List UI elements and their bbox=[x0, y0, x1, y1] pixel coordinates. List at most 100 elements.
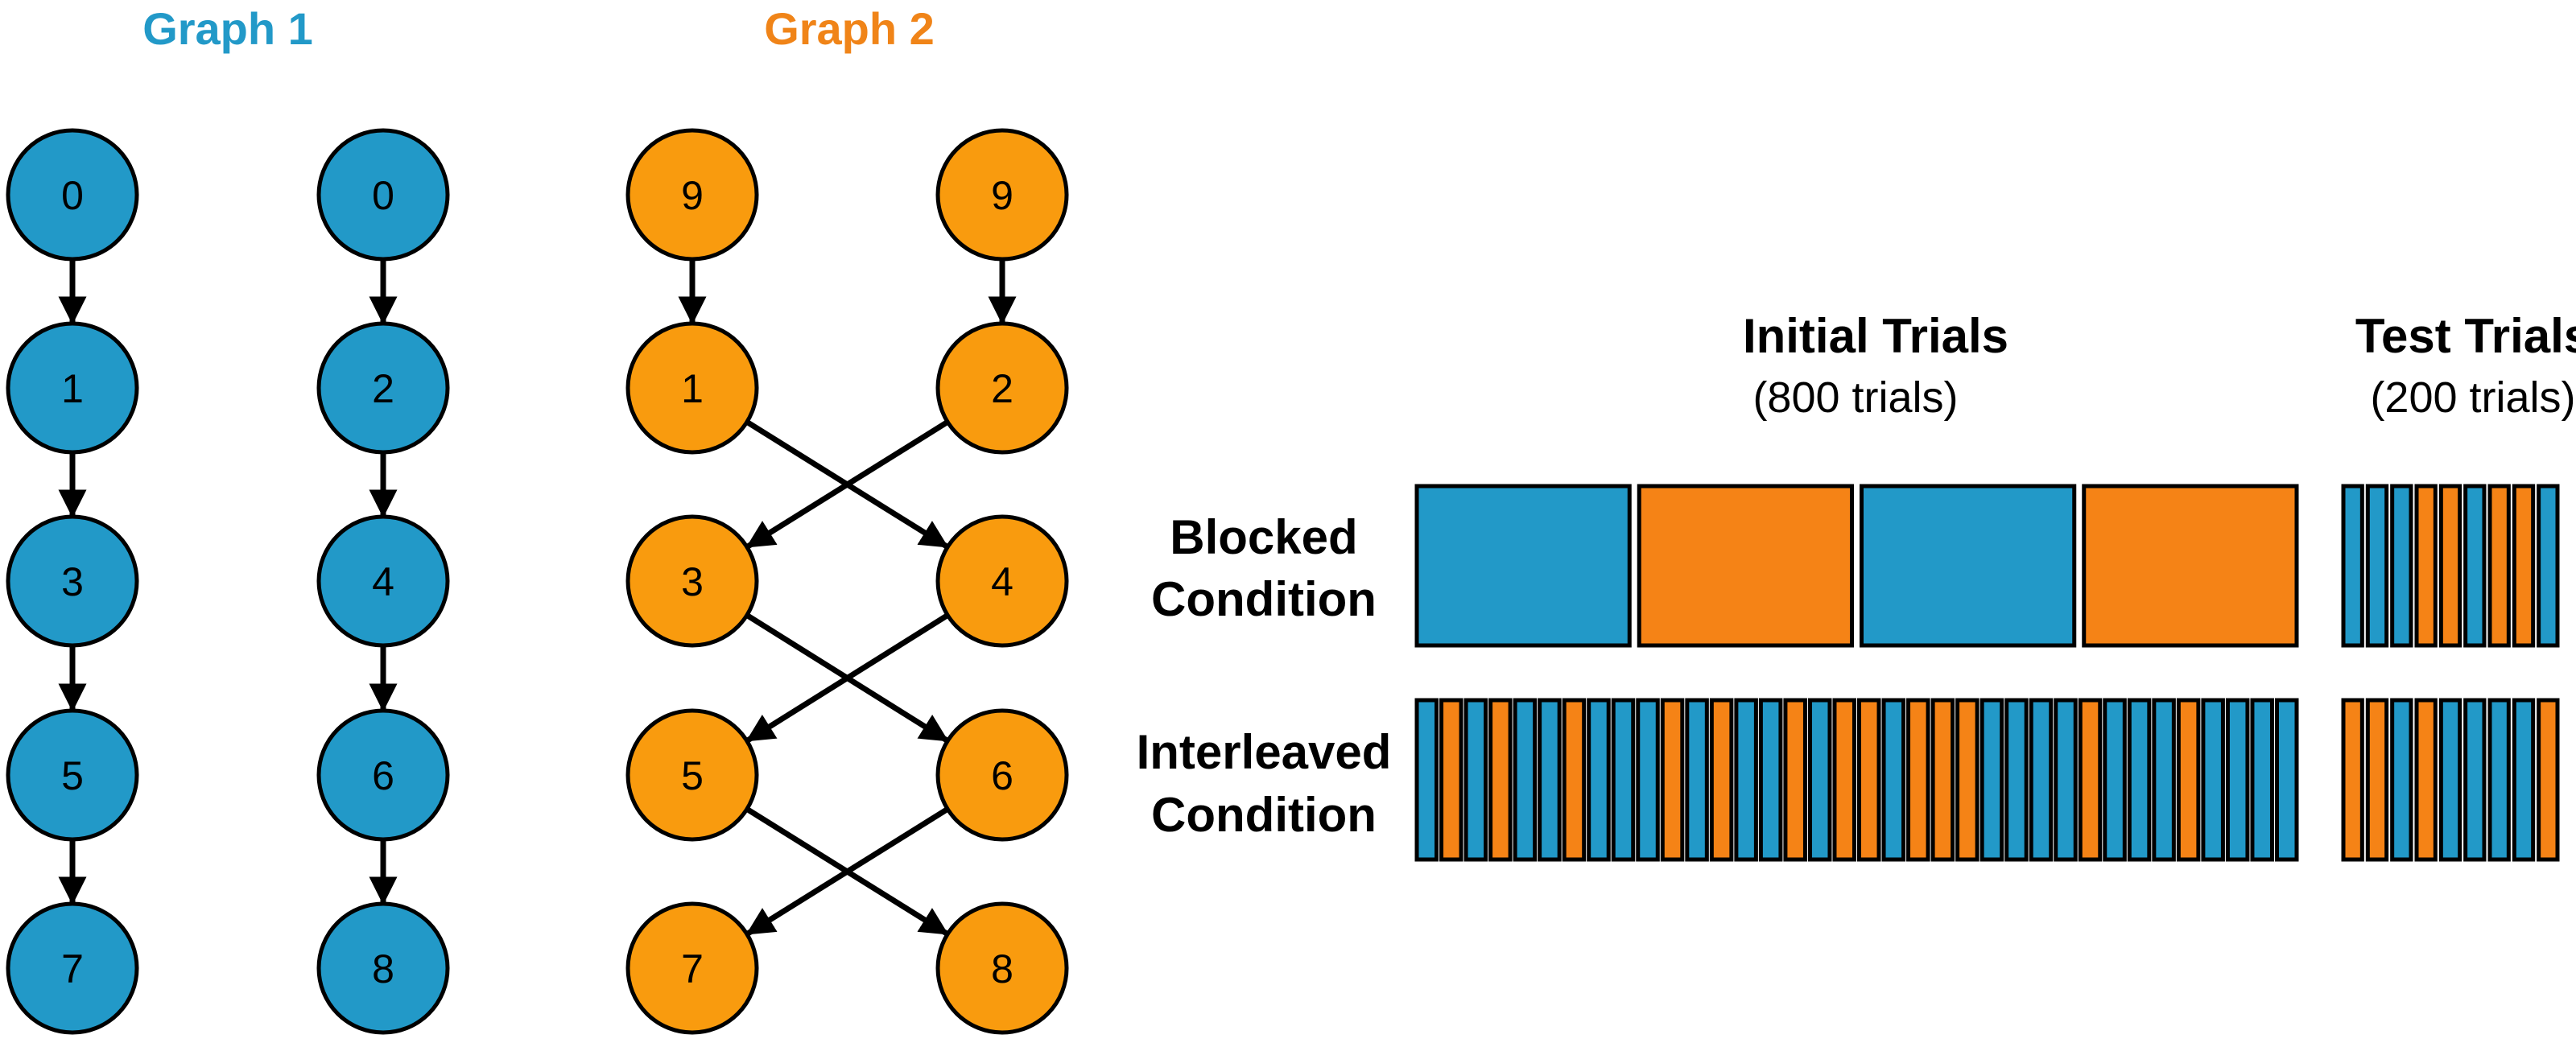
graph1-node: 7 bbox=[6, 901, 139, 1035]
graph1-node: 8 bbox=[316, 901, 450, 1035]
interleaved-initial-trial bbox=[1488, 698, 1513, 862]
blocked-test-trial bbox=[2438, 484, 2462, 648]
interleaved-initial-trial bbox=[1734, 698, 1758, 862]
interleaved-initial-trial bbox=[1463, 698, 1488, 862]
blocked-initial-block bbox=[2082, 484, 2299, 648]
graph1-title: Graph 1 bbox=[142, 3, 313, 54]
interleaved-initial-trial bbox=[2250, 698, 2274, 862]
interleaved-initial-trial bbox=[1538, 698, 1562, 862]
interleaved-initial-trial bbox=[1881, 698, 1906, 862]
graph1-node-label: 8 bbox=[372, 946, 394, 991]
graph2-edge bbox=[745, 612, 950, 743]
interleaved-initial-trial bbox=[1955, 698, 1979, 862]
interleaved-initial-trial bbox=[2225, 698, 2250, 862]
graph2-title: Graph 2 bbox=[764, 3, 935, 54]
graph2-node: 8 bbox=[935, 901, 1069, 1035]
interleaved-test-trial bbox=[2487, 698, 2511, 862]
test-trials-subtitle: (200 trials) bbox=[2370, 373, 2575, 422]
interleaved-initial-trial bbox=[1783, 698, 1807, 862]
interleaved-initial-trial bbox=[1636, 698, 1660, 862]
graph2-node-label: 6 bbox=[991, 753, 1013, 798]
interleaved-initial-trial bbox=[1513, 698, 1538, 862]
interleaved-initial-trial bbox=[2201, 698, 2225, 862]
graph1-node-label: 4 bbox=[372, 559, 394, 604]
graph2-node-label: 4 bbox=[991, 559, 1013, 604]
interleaved-initial-trial bbox=[1807, 698, 1832, 862]
graph2-node: 9 bbox=[625, 128, 759, 262]
interleaved-initial-trial bbox=[1930, 698, 1955, 862]
interleaved-initial-trial bbox=[2078, 698, 2103, 862]
interleaved-initial-trial bbox=[2152, 698, 2176, 862]
blocked-test-trial bbox=[2414, 484, 2438, 648]
test-trials-title: Test Trials bbox=[2355, 309, 2576, 363]
interleaved-initial-trial bbox=[1979, 698, 2004, 862]
graph2-node-label: 2 bbox=[991, 366, 1013, 411]
graph2-node: 2 bbox=[935, 321, 1069, 455]
graph1-node: 2 bbox=[316, 321, 450, 455]
blocked-test-trial bbox=[2537, 484, 2560, 648]
interleaved-initial-trial bbox=[2029, 698, 2054, 862]
graph2-node-label: 7 bbox=[681, 946, 704, 991]
blocked-initial-block bbox=[1860, 484, 2077, 648]
interleaved-label-line1: Interleaved bbox=[1137, 725, 1392, 779]
interleaved-initial-trial bbox=[2103, 698, 2127, 862]
graph1-node: 3 bbox=[6, 514, 139, 648]
interleaved-test-trial bbox=[2537, 698, 2560, 862]
interleaved-initial-trial bbox=[2054, 698, 2078, 862]
blocked-initial-block bbox=[1414, 484, 1632, 648]
schedule-bars bbox=[1414, 484, 2560, 862]
interleaved-test-trial bbox=[2463, 698, 2487, 862]
blocked-test-trial bbox=[2487, 484, 2511, 648]
graphs-layer: 0 1 3 5 7 0 2 4 6 8 9 1 3 5 7 9 2 4 6 8 bbox=[6, 128, 1069, 1035]
interleaved-initial-trial bbox=[1439, 698, 1463, 862]
blocked-test-trial bbox=[2463, 484, 2487, 648]
graph1-node-label: 5 bbox=[61, 753, 84, 798]
graph2-edge bbox=[745, 419, 949, 549]
interleaved-initial-trial bbox=[2127, 698, 2152, 862]
blocked-test-trial bbox=[2341, 484, 2364, 648]
graph2-node: 5 bbox=[625, 708, 759, 842]
initial-trials-title: Initial Trials bbox=[1743, 309, 2008, 363]
blocked-test-trial bbox=[2390, 484, 2413, 648]
interleaved-test-trial bbox=[2414, 698, 2438, 862]
blocked-initial-block bbox=[1637, 484, 1854, 648]
blocked-label-line1: Blocked bbox=[1170, 510, 1357, 564]
interleaved-test-trial bbox=[2390, 698, 2413, 862]
interleaved-initial-trial bbox=[1832, 698, 1856, 862]
graph2-node: 4 bbox=[935, 514, 1069, 648]
graph2-node-label: 9 bbox=[991, 173, 1013, 218]
graph2-node: 1 bbox=[625, 321, 759, 455]
blocked-label-line2: Condition bbox=[1151, 572, 1377, 626]
graph2-node-label: 1 bbox=[681, 366, 704, 411]
interleaved-initial-trial bbox=[1414, 698, 1439, 862]
graph2-node: 6 bbox=[935, 708, 1069, 842]
graph2-node-label: 8 bbox=[991, 946, 1013, 991]
interleaved-initial-trial bbox=[1906, 698, 1930, 862]
graph1-node: 6 bbox=[316, 708, 450, 842]
graph1-node-label: 0 bbox=[372, 173, 394, 218]
interleaved-initial-trial bbox=[2176, 698, 2201, 862]
graph2-node-label: 5 bbox=[681, 753, 704, 798]
interleaved-initial-trial bbox=[1611, 698, 1636, 862]
graph2-node: 7 bbox=[625, 901, 759, 1035]
graph1-node: 1 bbox=[6, 321, 139, 455]
graph1-node: 0 bbox=[316, 128, 450, 262]
initial-trials-subtitle: (800 trials) bbox=[1752, 373, 1958, 422]
interleaved-test-trial bbox=[2365, 698, 2389, 862]
interleaved-initial-trial bbox=[1660, 698, 1685, 862]
graph2-node-label: 9 bbox=[681, 173, 704, 218]
interleaved-test-trial bbox=[2438, 698, 2462, 862]
interleaved-initial-trial bbox=[2274, 698, 2299, 862]
interleaved-initial-trial bbox=[1857, 698, 1881, 862]
graph1-node-label: 6 bbox=[372, 753, 394, 798]
interleaved-initial-trial bbox=[1709, 698, 1734, 862]
graph2-node: 3 bbox=[625, 514, 759, 648]
graph1-node-label: 0 bbox=[61, 173, 84, 218]
interleaved-initial-trial bbox=[1562, 698, 1587, 862]
graph1-node-label: 2 bbox=[372, 366, 394, 411]
interleaved-initial-trial bbox=[2004, 698, 2029, 862]
graph2-edge bbox=[745, 806, 949, 936]
graph1-node-label: 3 bbox=[61, 559, 84, 604]
